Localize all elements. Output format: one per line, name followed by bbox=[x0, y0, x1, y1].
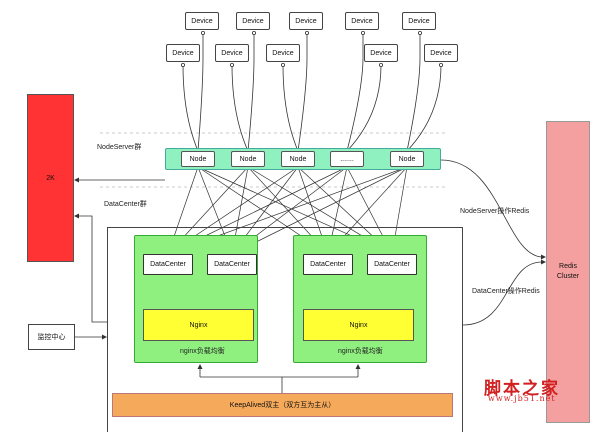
monitor-center-box: 监控中心 bbox=[28, 324, 75, 350]
nginx-box: Nginx bbox=[303, 309, 414, 341]
2k-label: 2K bbox=[46, 174, 55, 182]
watermark-logo-text: 脚本之家 bbox=[484, 379, 560, 399]
2k-box: 2K bbox=[27, 94, 74, 262]
device-box: Device bbox=[424, 44, 458, 62]
datacenter-box: DataCenter bbox=[143, 254, 193, 275]
nginx-caption: nginx负载均衡 bbox=[338, 348, 383, 355]
device-box: Device bbox=[266, 44, 300, 62]
datacenter-box: DataCenter bbox=[367, 254, 417, 275]
nodeserver-redis-label: NodeServer操作Redis bbox=[460, 208, 530, 215]
nginx-box: Nginx bbox=[143, 309, 254, 341]
watermark-url: www.jb51.net bbox=[488, 394, 556, 403]
node-box: Node bbox=[390, 151, 424, 167]
node-box: Node bbox=[231, 151, 265, 167]
device-box: Device bbox=[185, 12, 219, 30]
datacenter-redis-label: DataCenter操作Redis bbox=[472, 288, 540, 295]
device-box: Device bbox=[236, 12, 270, 30]
node-box: Node bbox=[181, 151, 215, 167]
redis-cluster-box: Redis Cluster bbox=[546, 121, 590, 423]
datacenter-box: DataCenter bbox=[303, 254, 353, 275]
redis-label: Redis bbox=[559, 263, 577, 270]
device-box: Device bbox=[215, 44, 249, 62]
redis-cluster-label: Cluster bbox=[556, 273, 580, 280]
datacenter-group-label: DataCenter群 bbox=[104, 201, 147, 208]
device-box: Device bbox=[402, 12, 436, 30]
datacenter-box: DataCenter bbox=[207, 254, 257, 275]
nodeserver-group-label: NodeServer群 bbox=[97, 144, 142, 151]
keepalived-box: KeepAlived双主（双方互为主从） bbox=[112, 393, 453, 417]
node-box: ....... bbox=[330, 151, 364, 167]
datacenter-group-frame bbox=[107, 227, 463, 432]
device-box: Device bbox=[345, 12, 379, 30]
nginx-caption: nginx负载均衡 bbox=[180, 348, 225, 355]
device-box: Device bbox=[364, 44, 398, 62]
device-box: Device bbox=[166, 44, 200, 62]
device-box: Device bbox=[289, 12, 323, 30]
node-box: Node bbox=[281, 151, 315, 167]
